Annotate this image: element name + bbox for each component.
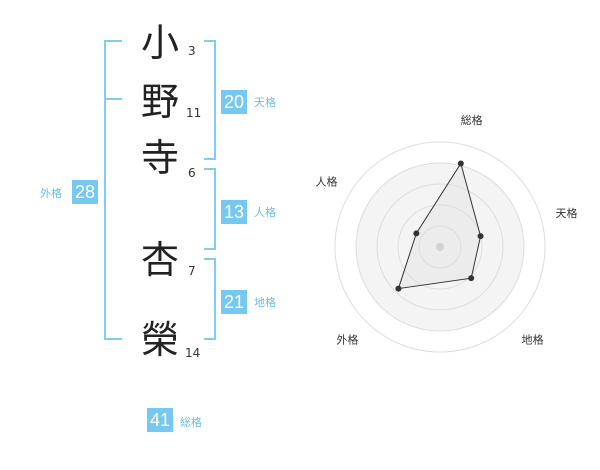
radar-axis-label-4: 外格 [336,333,358,347]
name-char-1: 小 [140,21,179,65]
radar-axis-label-3: 地格 [522,333,544,347]
tenkaku-bracket [204,40,216,160]
radar-point-1 [457,160,464,167]
stroke-count-4: 7 [188,264,196,278]
gaikaku-score: 28 [72,180,98,204]
radar-point-2 [477,233,484,240]
gaikaku-bracket-tick [104,98,122,100]
stroke-count-2: 11 [186,106,202,120]
soukaku-score: 41 [147,408,173,432]
chikaku-label: 地格 [254,296,276,309]
name-char-4: 杏 [140,238,179,282]
tenkaku-score: 20 [221,90,247,114]
radar-axis-label-5: 人格 [316,175,338,189]
tenkaku-label: 天格 [254,96,276,109]
jinkaku-label: 人格 [254,206,276,219]
soukaku-label: 総格 [180,416,202,429]
radar-point-4 [395,285,402,292]
radar-axis-label-2: 天格 [556,206,578,220]
stroke-count-5: 14 [185,346,201,360]
gaikaku-label: 外格 [40,187,62,200]
jinkaku-score: 13 [221,200,247,224]
radar-data-polygon [397,162,482,290]
radar-point-3 [468,275,475,282]
gaikaku-bracket [104,40,122,340]
name-char-3: 寺 [140,136,179,180]
radar-center [436,243,444,251]
jinkaku-bracket [204,168,216,250]
stroke-count-3: 6 [188,166,196,180]
chikaku-score: 21 [221,290,247,314]
radar-point-5 [413,230,420,237]
name-char-2: 野 [140,80,179,124]
radar-axis-label-1: 総格 [461,113,483,127]
name-char-5: 榮 [140,318,179,362]
chikaku-bracket [204,258,216,340]
stroke-count-1: 3 [188,44,196,58]
